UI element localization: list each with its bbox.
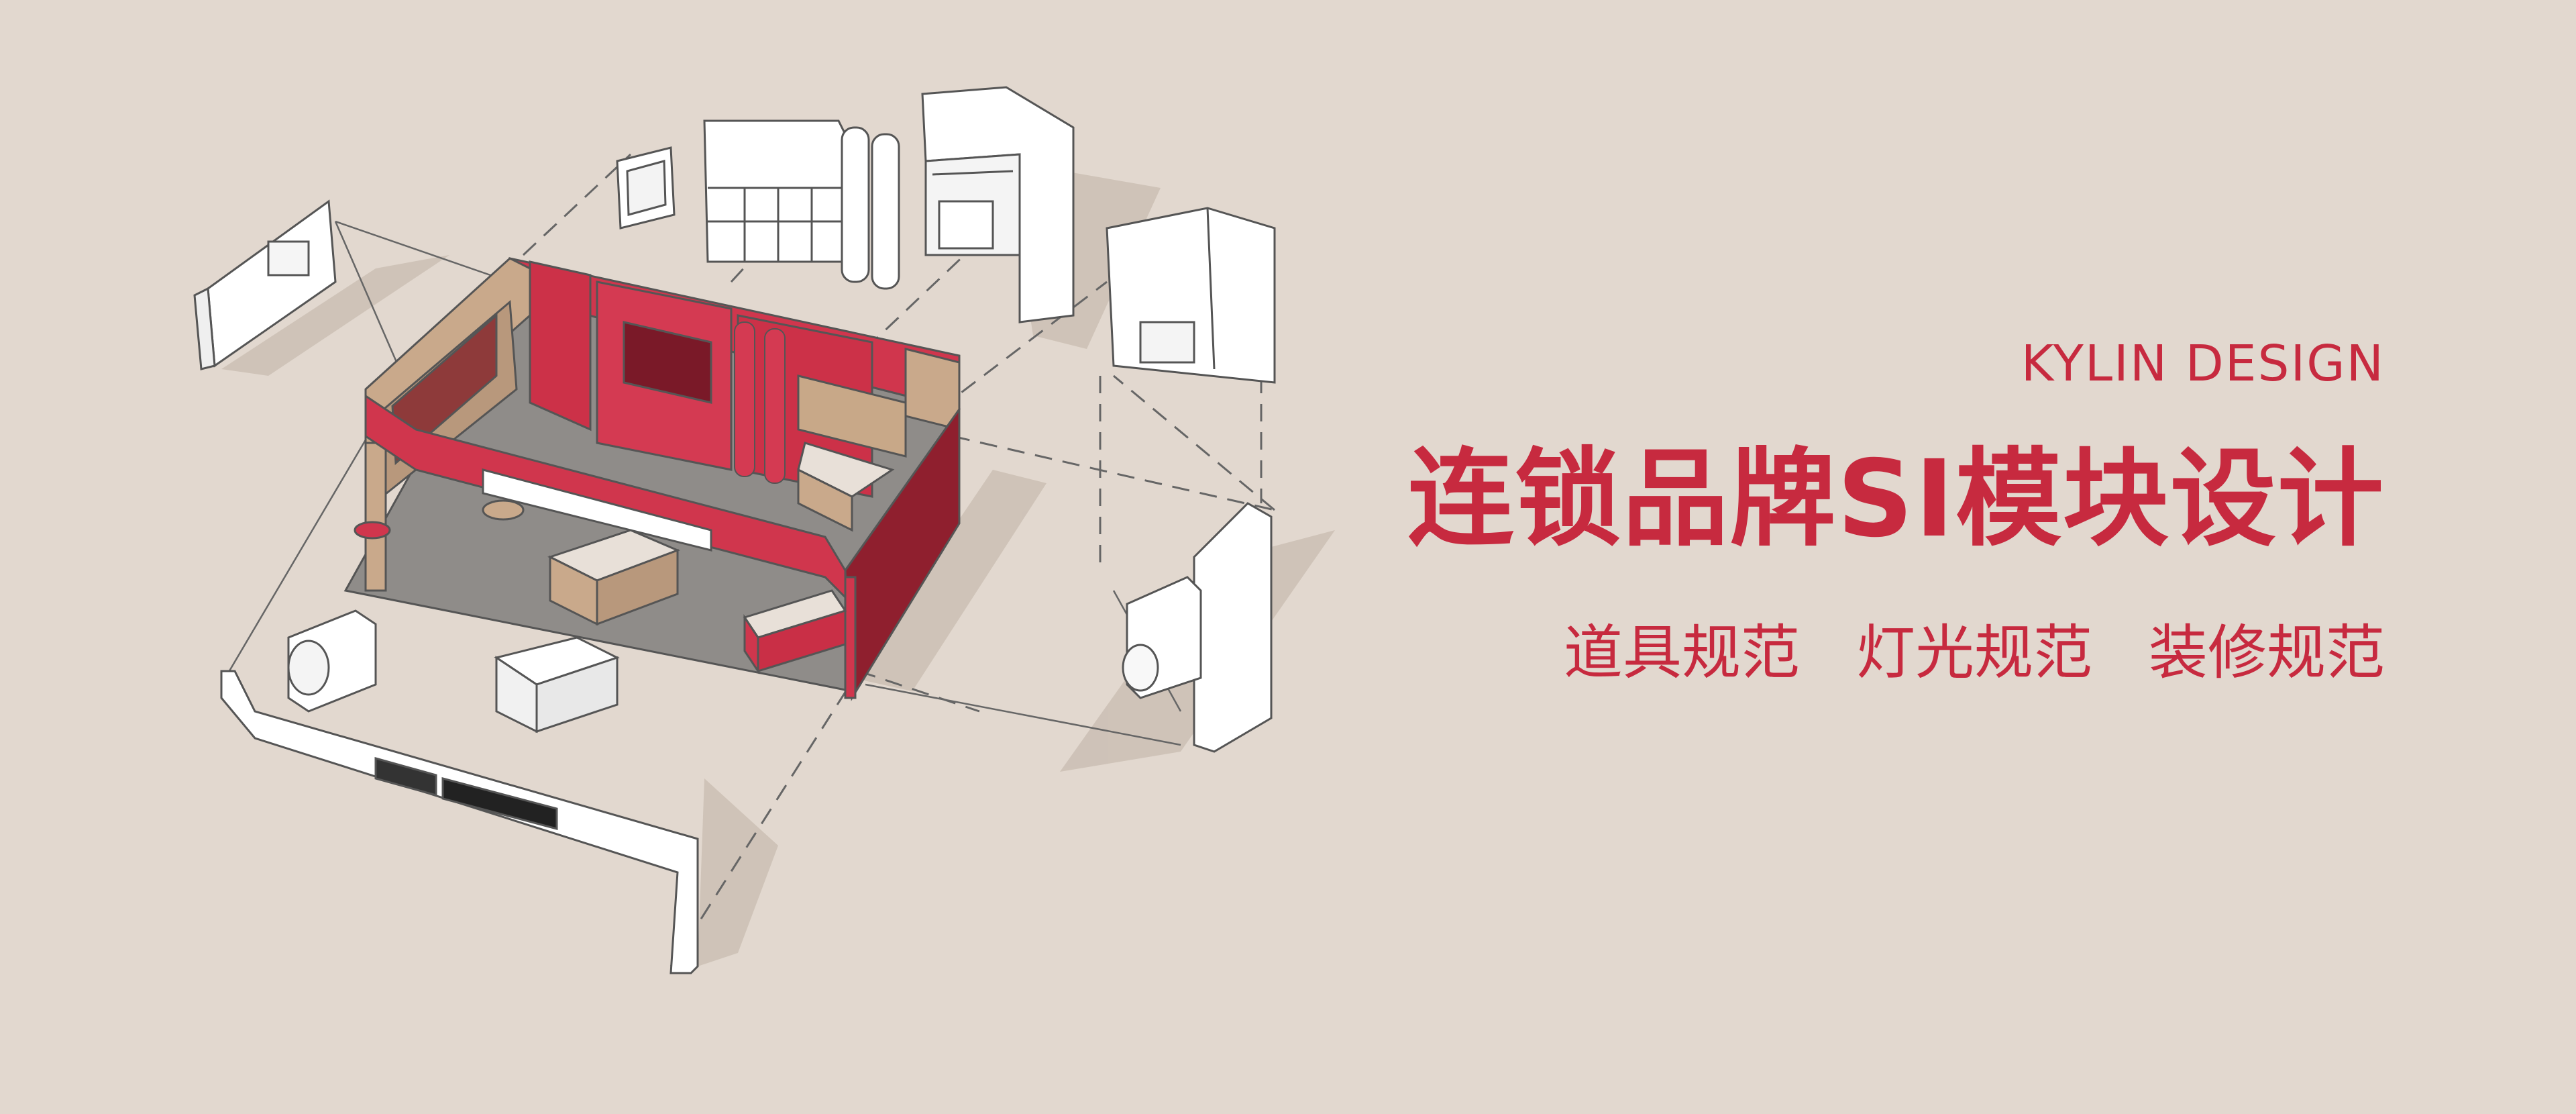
tag-decoration: 装修规范	[2148, 618, 2385, 687]
display-tables	[354, 442, 895, 674]
brand-name: KYLIN DESIGN	[2021, 335, 2385, 393]
solid-guide-lines	[220, 220, 1182, 746]
cashier-module	[1122, 502, 1273, 753]
store-pillars	[734, 321, 786, 484]
store-right-wall	[844, 356, 961, 701]
pillar-modules	[841, 126, 900, 290]
headline-block: KYLIN DESIGN 连锁品牌SI模块设计 道具规范 灯光规范 装修规范	[1311, 339, 2385, 682]
tag-list: 道具规范 灯光规范 装修规范	[1311, 623, 2385, 682]
right-panel-module	[1106, 207, 1276, 384]
display-wall-module	[921, 86, 1075, 323]
loose-display-modules	[287, 609, 620, 733]
tag-lighting: 灯光规范	[1856, 618, 2092, 687]
tag-props: 道具规范	[1563, 618, 1800, 687]
side-panel-left	[193, 199, 337, 370]
frame-module	[616, 146, 676, 230]
back-cabinet-module	[703, 119, 847, 263]
page-title: 连锁品牌SI模块设计	[1407, 438, 2385, 561]
bottom-sign-module	[220, 670, 699, 974]
